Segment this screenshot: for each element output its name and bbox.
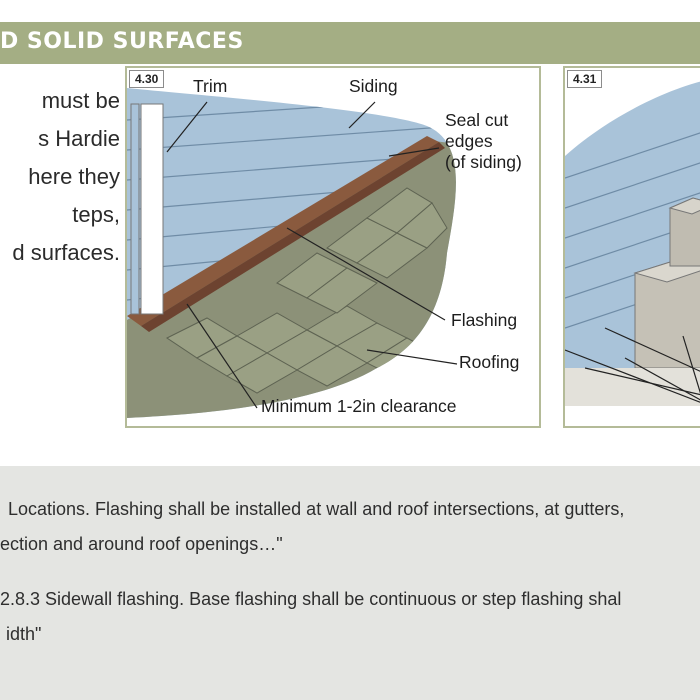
section-title: D SOLID SURFACES — [0, 29, 244, 54]
label-clearance: Minimum 1-2in clearance — [261, 396, 457, 416]
body-text: must be s Hardie here they teps, d surfa… — [0, 82, 120, 272]
label-seal-cut-edges: Seal cut edges (of siding) — [445, 110, 522, 173]
steps-siding-illustration — [565, 68, 700, 426]
body-line: must be — [41, 88, 120, 113]
figure-4-31: 4.31 — [563, 66, 700, 428]
label-trim: Trim — [193, 76, 228, 96]
code-quote-1: Locations. Flashing shall be installed a… — [0, 492, 625, 562]
label-flashing: Flashing — [451, 310, 518, 330]
body-line: here they — [28, 164, 120, 189]
code-quote-2: 2.8.3 Sidewall flashing. Base flashing s… — [0, 582, 621, 652]
figure-4-30: 4.30 — [125, 66, 541, 428]
label-seal-line: Seal cut — [445, 110, 509, 130]
label-roofing: Roofing — [459, 352, 520, 372]
section-header-bar — [0, 22, 700, 64]
label-siding: Siding — [349, 76, 398, 96]
quote-line: ection and around roof openings…" — [0, 534, 283, 554]
quote-line: Locations. Flashing shall be installed a… — [8, 499, 625, 519]
quote-line: idth" — [6, 624, 42, 644]
quote-line: 2.8.3 Sidewall flashing. Base flashing s… — [0, 589, 622, 609]
code-quote-panel — [0, 466, 700, 700]
figure-number: 4.31 — [567, 70, 603, 88]
label-seal-line: edges — [445, 131, 493, 151]
label-seal-line: (of siding) — [445, 152, 522, 172]
roof-siding-illustration — [127, 88, 458, 418]
body-line: d surfaces. — [12, 240, 120, 265]
figure-number: 4.30 — [129, 70, 165, 88]
body-line: teps, — [72, 202, 120, 227]
body-line: s Hardie — [38, 126, 120, 151]
